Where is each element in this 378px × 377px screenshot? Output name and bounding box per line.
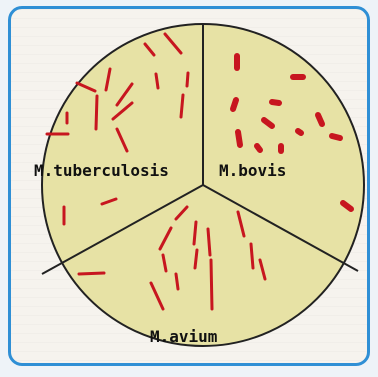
- label-mavium: M.avium: [150, 327, 218, 346]
- bovis-rod: [238, 132, 240, 145]
- tuberculosis-rod: [181, 95, 183, 117]
- avium-rod: [194, 222, 196, 244]
- avium-rod: [208, 229, 210, 255]
- bovis-rod: [272, 102, 279, 103]
- tuberculosis-rod: [96, 96, 97, 129]
- avium-rod: [195, 250, 197, 268]
- label-mbovis: M.bovis: [219, 161, 286, 180]
- avium-rod: [211, 260, 212, 309]
- bovis-rod: [332, 136, 340, 138]
- bovis-rod: [233, 100, 236, 109]
- bovis-rod: [298, 131, 301, 133]
- bovis-rod: [318, 115, 322, 124]
- avium-rod: [176, 274, 178, 289]
- tuberculosis-rod: [187, 73, 188, 86]
- tuberculosis-rod: [156, 74, 158, 88]
- label-mtuberculosis: M.tuberculosis: [34, 161, 169, 180]
- bovis-rod: [257, 146, 260, 150]
- avium-rod: [79, 273, 104, 274]
- avium-rod: [251, 244, 253, 268]
